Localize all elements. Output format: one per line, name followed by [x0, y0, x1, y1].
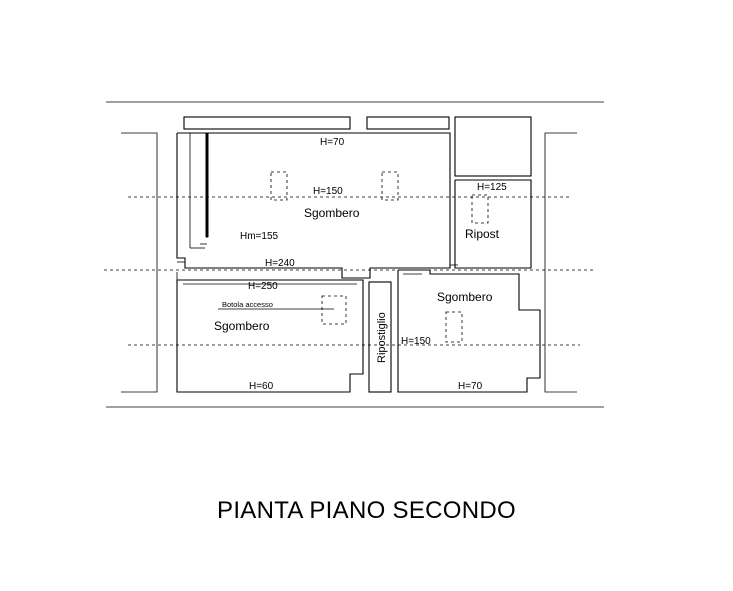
hatch-rect-3 [471, 194, 489, 224]
hatch-rect-1 [270, 171, 288, 201]
right-neighbour-wall [544, 132, 577, 393]
label-h150-main: H=150 [313, 186, 343, 197]
stair-node-top [205, 188, 209, 192]
page-title: PIANTA PIANO SECONDO [217, 497, 516, 524]
label-h70-top: H=70 [320, 137, 345, 148]
lower-left-room-wall [176, 279, 364, 393]
top-opening-right [366, 116, 450, 130]
label-h150-right: H=150 [401, 336, 431, 347]
stair-node-bottom [205, 234, 209, 238]
label-hm155: Hm=155 [240, 231, 279, 242]
label-sgombero-main: Sgombero [304, 206, 360, 220]
top-opening-left [183, 116, 351, 130]
left-neighbour-wall [121, 132, 158, 393]
ripost-room-wall [454, 179, 532, 269]
label-h125: H=125 [477, 182, 507, 193]
label-ripostiglio: Ripostiglio [376, 312, 388, 363]
main-room-wall [176, 132, 451, 279]
label-h240: H=240 [265, 258, 295, 269]
label-h250: H=250 [248, 281, 278, 292]
hatch-rect-2 [381, 171, 399, 201]
label-h60: H=60 [249, 381, 274, 392]
label-ripost: Ripost [465, 227, 500, 241]
top-right-box [454, 116, 532, 177]
label-botola: Botola accesso [222, 300, 273, 309]
label-h70-bottom: H=70 [458, 381, 483, 392]
lower-right-room-wall [397, 269, 541, 393]
label-sgombero-right: Sgombero [437, 290, 493, 304]
ripostiglio-corridor [368, 281, 392, 393]
hatch-rect-4 [445, 311, 463, 343]
hatch-rect-botola [321, 295, 347, 325]
label-sgombero-left: Sgombero [214, 319, 270, 333]
